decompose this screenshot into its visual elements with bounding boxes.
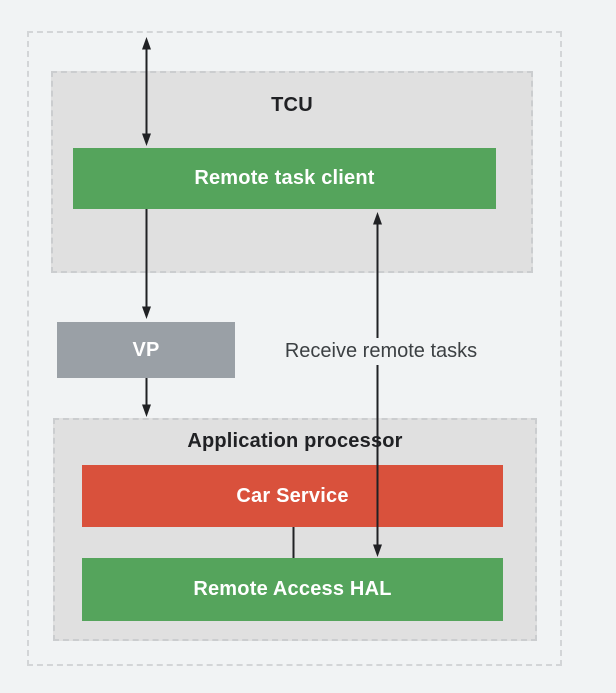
vp-block: VP (57, 322, 235, 378)
car-service-label: Car Service (236, 484, 349, 507)
remote-task-client-label: Remote task client (194, 167, 375, 189)
car-service-block: Car Service (82, 465, 503, 527)
application-processor-group-title: Application processor (187, 430, 403, 452)
remote-task-client-block: Remote task client (73, 148, 496, 209)
tcu-group-title: TCU (271, 94, 313, 116)
remote-access-hal-label: Remote Access HAL (193, 578, 392, 600)
remote-access-hal-block: Remote Access HAL (82, 558, 503, 621)
vehicle-boundary-box (27, 31, 562, 666)
receive-remote-tasks-label: Receive remote tasks (272, 338, 490, 365)
vp-label: VP (132, 338, 160, 361)
